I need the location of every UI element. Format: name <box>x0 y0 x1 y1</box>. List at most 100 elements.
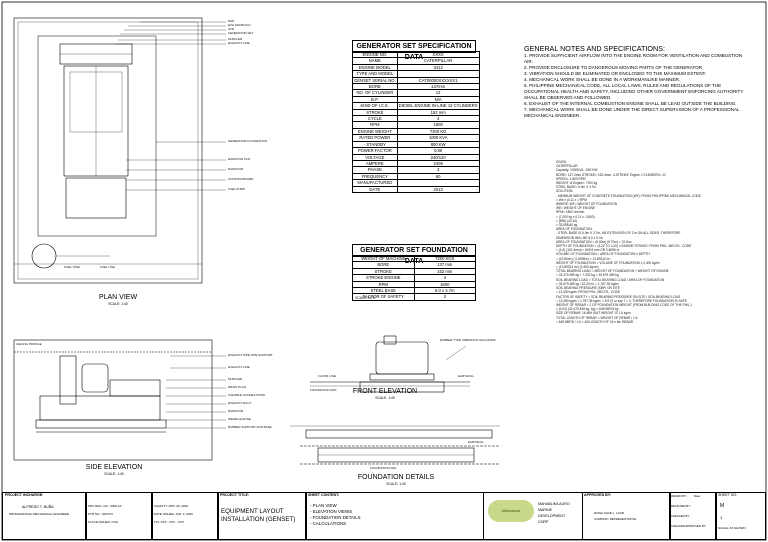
tb-project-title-cell <box>218 492 306 540</box>
foundation-label: FOUNDATION PAD <box>370 466 397 470</box>
calc-line: = 33,598.60 kg <box>556 223 578 228</box>
row-value: 3 <box>396 166 480 174</box>
front-label: FOUNDATION PAD <box>310 388 337 392</box>
sheet-content-item: - CALCULATIONS <box>310 521 347 526</box>
calc-line: WHERE: WF= WEIGHT OF FOUNDATION <box>556 202 618 207</box>
side-elevation-title: SIDE ELEVATION <box>85 464 143 471</box>
row-value: 152 mm <box>396 108 480 117</box>
row-value: 2012 <box>396 185 480 193</box>
sheet-no: M <box>720 503 725 509</box>
calc-line: WEIGHT OF REBAR = 2 OF FOUNDATION WEIGHT… <box>556 302 692 307</box>
calc-line: = (899) (42.42) <box>556 218 578 223</box>
sheet-of: 1 <box>720 515 723 520</box>
ptr-line: PRC REG. NO.: 0000 AA <box>88 504 122 508</box>
row-label: DATE <box>352 185 398 193</box>
scale-note: SCALE: AS SHOWN <box>718 526 746 530</box>
row-value <box>396 179 480 187</box>
validity-line: TIN: XXX - XXX - XXX <box>154 520 184 524</box>
row-value: 3 <box>413 293 476 301</box>
notes-list: 1. PROVIDE SUFFICIENT AIRFLOW INTO THE E… <box>524 53 749 119</box>
logo-text: Mabalacat <box>501 508 521 513</box>
table-row: MANUFACTURED <box>352 179 480 187</box>
designed-by: DESIGNED BY: <box>671 504 691 508</box>
row-value: 3412 <box>396 63 480 72</box>
calc-line: CATERPILLAR <box>556 164 578 169</box>
company-logo: Mabalacat <box>488 500 534 522</box>
calc-line: = 33,479.489 kg + 7,200 kg = 39,679.489 … <box>556 273 619 278</box>
row-label: NO. OF CYLINDER <box>352 89 398 97</box>
plan-label: FUEL PUMP <box>228 187 246 191</box>
calc-line: - STEEL BASE IS 6.0m X 3.7m, AN EXTENSIO… <box>556 231 681 236</box>
side-label: EXHAUST PIPE PIPE SUPPORT <box>228 353 273 357</box>
calc-line: SOIL BEARING LOAD = TOTAL BEARING LOAD /… <box>556 277 665 282</box>
sheet-content-heading: SHEET CONTENT: <box>308 493 340 497</box>
plan-label: GENERATOR SET <box>228 31 254 35</box>
side-label: RADIATOR <box>228 409 244 413</box>
row-value: 0.80 <box>396 147 480 155</box>
calc-line: DIMENSION WILL BE 8.0 x 5.7m <box>556 235 604 240</box>
row-value: 137 mm <box>413 261 476 269</box>
foundation-label: EARTHFILL <box>468 440 485 444</box>
sheet-content-item: - FOUNDATION DETAILS <box>310 515 361 520</box>
row-value: 1000 KVA <box>396 134 480 142</box>
calc-line: = We x (0.11 x √ RPM <box>556 197 587 202</box>
side-label: DIESEL ENGINE <box>228 417 251 421</box>
row-value: 4 <box>413 274 476 282</box>
calc-line: = 13,350 kg/m² FROM PHIL. MECH'L. CODE <box>556 290 621 295</box>
tb-incharge-cell <box>2 492 86 540</box>
side-label: FLEXIBLE CONNECTIONS <box>228 393 266 397</box>
calc-line: STEEL BASE= 6.0m X 3.7m <box>556 185 597 190</box>
table-row: ENGINE NO.XXXX <box>352 50 480 59</box>
engineer-role: PROFESSIONAL MECHANICAL ENGINEER <box>9 512 70 516</box>
calc-line: TOTAL BEARING LOAD = WEIGHT OF FOUNDATIO… <box>556 269 669 274</box>
note-item: 2. PROVIDE ENCLOSURE TO DANGEROUS MOVING… <box>524 65 704 70</box>
note-item: 3. VIBRATION SHOULD BE ELIMINATED OR ENC… <box>524 71 707 76</box>
note-item: 6. EXHAUST OF THE INTERNAL COMBUSTION EN… <box>524 101 737 106</box>
calc-line: = (7,200 kg x 0.11 x √1800) <box>556 214 595 219</box>
calc-line: BORE= 137.2mm STROKE= 152.4mm, 4-STROKE … <box>556 172 666 177</box>
calc-line: - MINIMUM WEIGHT OF CONCRETE FOUNDATION … <box>556 193 701 198</box>
calc-line: TOTAL LENGTH OF REBAR = WEIGHT OF REBAR … <box>556 315 638 320</box>
calc-line: AREA OF FOUNDATION = (8.00m) (5.70m) = 2… <box>556 239 632 244</box>
tb-ptr-cell <box>86 492 152 540</box>
approved-by-heading: APPROVED BY: <box>584 493 612 497</box>
row-label: ENGINE MODEL <box>352 63 398 72</box>
row-value: 240/120 <box>396 153 480 161</box>
front-elevation-title: FRONT ELEVATION <box>352 388 418 395</box>
tb-signoff-cell <box>670 492 716 540</box>
row-label: MANUFACTURED <box>352 179 398 187</box>
checked-approved-by: CHECKED/APPROVED BY: <box>671 524 707 528</box>
calc-line: = (13.89312 m³) (2,400 kg/m³) <box>556 265 599 270</box>
calc-line: RPM= 1800 rev/min <box>556 210 585 215</box>
ptr-line: PTR NO.: 32XXXX <box>88 512 114 516</box>
row-value: N/A <box>396 95 480 104</box>
row-value: 2406 <box>396 159 480 168</box>
calc-line: VOLUME OF FOUNDATION = AREA OF FOUNDATIO… <box>556 252 650 257</box>
plan-label: RAD <box>228 19 235 23</box>
row-label: GENSET SERIAL NO. <box>352 76 398 85</box>
calc-line: DEPTH OF FOUNDATION = (3.22 TO 4.20) x E… <box>556 244 692 249</box>
tb-approved-cell <box>582 492 670 540</box>
row-label: TYPE AND MODEL <box>352 70 398 78</box>
front-elevation-scale: SCALE: 1:40 <box>375 396 395 400</box>
side-label: CEILING PROFILE <box>16 342 42 346</box>
validity-line: VALIDITY: APR. 26, 2020 <box>154 504 188 508</box>
